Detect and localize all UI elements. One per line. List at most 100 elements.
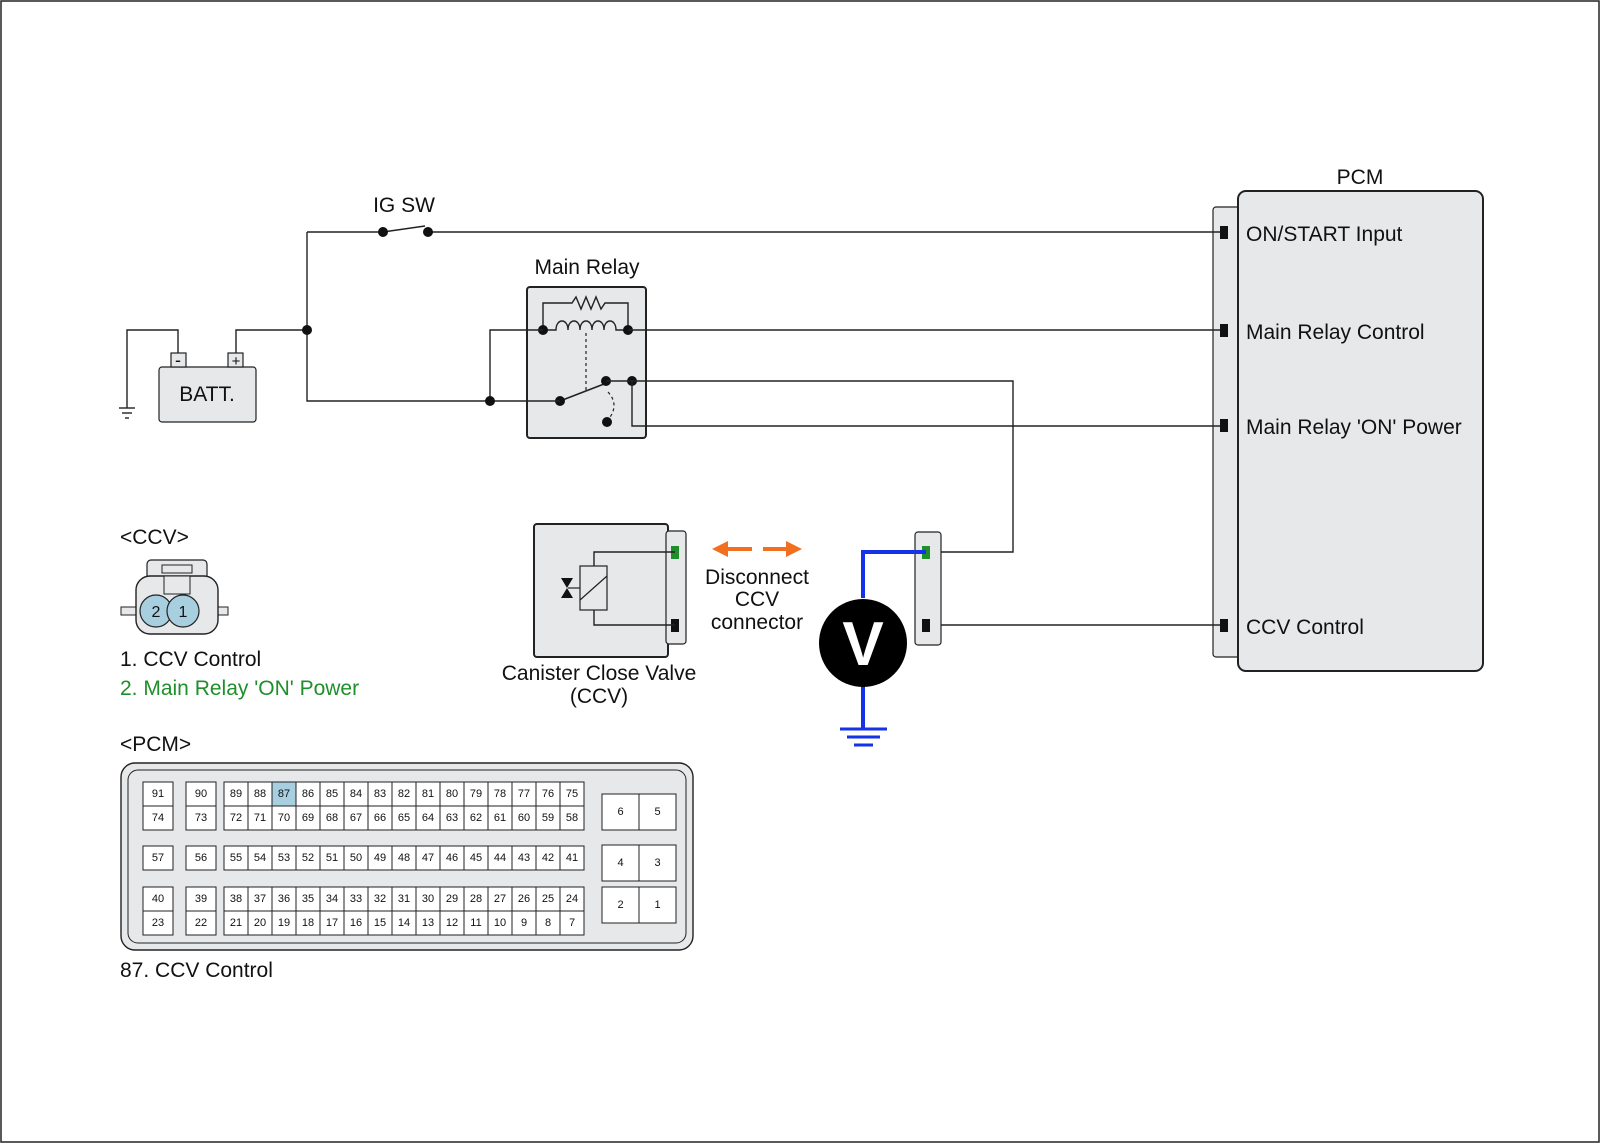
pcm-pin-cell bbox=[601, 844, 640, 882]
pcm-pin-label: 9 bbox=[521, 917, 527, 929]
pcm-label-main-relay-on-power: Main Relay 'ON' Power bbox=[1246, 416, 1462, 439]
pcm-pin-cell bbox=[439, 781, 465, 807]
pcm-pin-label: 31 bbox=[398, 893, 410, 905]
pcm-pin-cell bbox=[271, 886, 297, 912]
pcm-pin-label: 44 bbox=[494, 852, 506, 864]
pcm-pin-cell bbox=[185, 845, 217, 871]
pcm-pin-cell bbox=[185, 805, 217, 831]
pcm-pin-cell bbox=[415, 910, 441, 936]
pcm-pin-label: 23 bbox=[152, 917, 164, 929]
voltmeter-symbol: V bbox=[842, 610, 883, 679]
pcm-pin-label: 55 bbox=[230, 852, 242, 864]
pcm-pin-label: 74 bbox=[152, 812, 164, 824]
relay-switch-nc-contact bbox=[602, 417, 612, 427]
ccv-internal-wire-bottom bbox=[593, 610, 675, 626]
pcm-pin-label: 45 bbox=[470, 852, 482, 864]
pcm-pin-label: 52 bbox=[302, 852, 314, 864]
pcm-pin-label: 75 bbox=[566, 788, 578, 800]
pcm-pin-label: 58 bbox=[566, 812, 578, 824]
pcm-pin-cell bbox=[559, 805, 585, 831]
pcm-pin-label: 28 bbox=[470, 893, 482, 905]
disconnect-label-line2: CCV bbox=[735, 588, 779, 611]
ccv-solenoid-slash bbox=[579, 575, 608, 601]
pcm-pin-cell bbox=[223, 845, 249, 871]
ig-sw-contact-right bbox=[423, 227, 433, 237]
pcm-pin-cell bbox=[295, 886, 321, 912]
ccv-connector-view: <CCV> 2 1 1. CCV Control 2. Main Relay '… bbox=[120, 526, 359, 700]
pcm-pin-label: 67 bbox=[350, 812, 362, 824]
relay-switch-blade bbox=[559, 383, 605, 402]
pcm-pin-cell bbox=[343, 805, 369, 831]
pcm-pin-label: 78 bbox=[494, 788, 506, 800]
pcm-pin-cell bbox=[185, 886, 217, 912]
pcm-pin-label: 15 bbox=[374, 917, 386, 929]
relay-supply-junction bbox=[485, 396, 495, 406]
pcm-pin-cell bbox=[142, 845, 174, 871]
pcm-pin-label: 3 bbox=[654, 857, 660, 869]
pcm-body bbox=[1237, 190, 1484, 672]
pcm-label-on-start: ON/START Input bbox=[1246, 223, 1403, 246]
main-relay-label: Main Relay bbox=[534, 256, 640, 279]
pcm-pin-label: 85 bbox=[326, 788, 338, 800]
pcm-pin-label: 77 bbox=[518, 788, 530, 800]
ccv-connector-title: <CCV> bbox=[120, 526, 189, 549]
pcm-label-ccv-control: CCV Control bbox=[1246, 616, 1364, 639]
ccv-power-feed-wire bbox=[632, 380, 1014, 553]
pcm-pin-cell bbox=[559, 845, 585, 871]
pcm-connector-footnote: 87. CCV Control bbox=[120, 959, 273, 982]
pcm-pin-label: 47 bbox=[422, 852, 434, 864]
ig-sw-contact-left bbox=[378, 227, 388, 237]
pcm-terminal-ccv-control bbox=[1220, 619, 1228, 632]
ccv-conn-pin-1 bbox=[166, 594, 200, 628]
relay-coil-supply-wire bbox=[489, 329, 543, 401]
pcm-pin-label: 90 bbox=[195, 788, 207, 800]
pcm-pin-label: 10 bbox=[494, 917, 506, 929]
pcm-pin-label: 56 bbox=[195, 852, 207, 864]
disconnect-label-line1: Disconnect bbox=[705, 566, 809, 589]
harness-connector bbox=[914, 531, 942, 646]
pcm-pin-label: 83 bbox=[374, 788, 386, 800]
pcm-pin-cell bbox=[142, 910, 174, 936]
b-plus-trunk bbox=[306, 232, 490, 402]
main-relay-on-power-wire bbox=[631, 381, 1220, 427]
pcm-pin-label: 81 bbox=[422, 788, 434, 800]
battery-ground-wire bbox=[126, 329, 179, 408]
ccv-connector bbox=[665, 530, 687, 645]
pcm-pin-label: 72 bbox=[230, 812, 242, 824]
pcm-pin-cell bbox=[367, 845, 393, 871]
main-relay: Main Relay bbox=[526, 256, 647, 439]
pcm-pin-cell bbox=[223, 910, 249, 936]
pcm-pin-label: 50 bbox=[350, 852, 362, 864]
pcm-pin-cell bbox=[223, 781, 249, 807]
ccv-conn-pin-2-label: 2 bbox=[152, 604, 161, 621]
pcm-pin-label: 17 bbox=[326, 917, 338, 929]
pcm-pin-cell bbox=[247, 910, 273, 936]
pcm-pin-label: 30 bbox=[422, 893, 434, 905]
pcm-pin-cell bbox=[185, 781, 217, 807]
pcm-pin-label: 2 bbox=[617, 899, 623, 911]
pcm-pin-label: 8 bbox=[545, 917, 551, 929]
pcm-pin-cell bbox=[559, 910, 585, 936]
pcm-pin-label: 21 bbox=[230, 917, 242, 929]
pcm-title: PCM bbox=[1337, 166, 1384, 189]
ccv-name-line2: (CCV) bbox=[570, 685, 628, 708]
pcm-label-main-relay-control: Main Relay Control bbox=[1246, 321, 1425, 344]
pcm-pin-cell bbox=[511, 845, 537, 871]
pcm-pin-cell bbox=[343, 845, 369, 871]
pcm-pin-cell bbox=[185, 910, 217, 936]
pcm-terminal-main-relay-control bbox=[1220, 324, 1228, 337]
pcm-pin-label: 59 bbox=[542, 812, 554, 824]
pcm-pin-label: 51 bbox=[326, 852, 338, 864]
ccv-unit: Canister Close Valve (CCV) bbox=[502, 523, 696, 708]
pcm-pin-label: 7 bbox=[569, 917, 575, 929]
pcm-pin-label: 88 bbox=[254, 788, 266, 800]
pcm-pin-label: 89 bbox=[230, 788, 242, 800]
pcm-pin-cell bbox=[142, 805, 174, 831]
battery-plus-wire bbox=[235, 329, 307, 353]
voltmeter-body bbox=[819, 599, 907, 687]
pcm-pin-label: 91 bbox=[152, 788, 164, 800]
pcm-pin-label: 42 bbox=[542, 852, 554, 864]
pcm-pin-label: 19 bbox=[278, 917, 290, 929]
pcm-pin-cell bbox=[487, 910, 513, 936]
